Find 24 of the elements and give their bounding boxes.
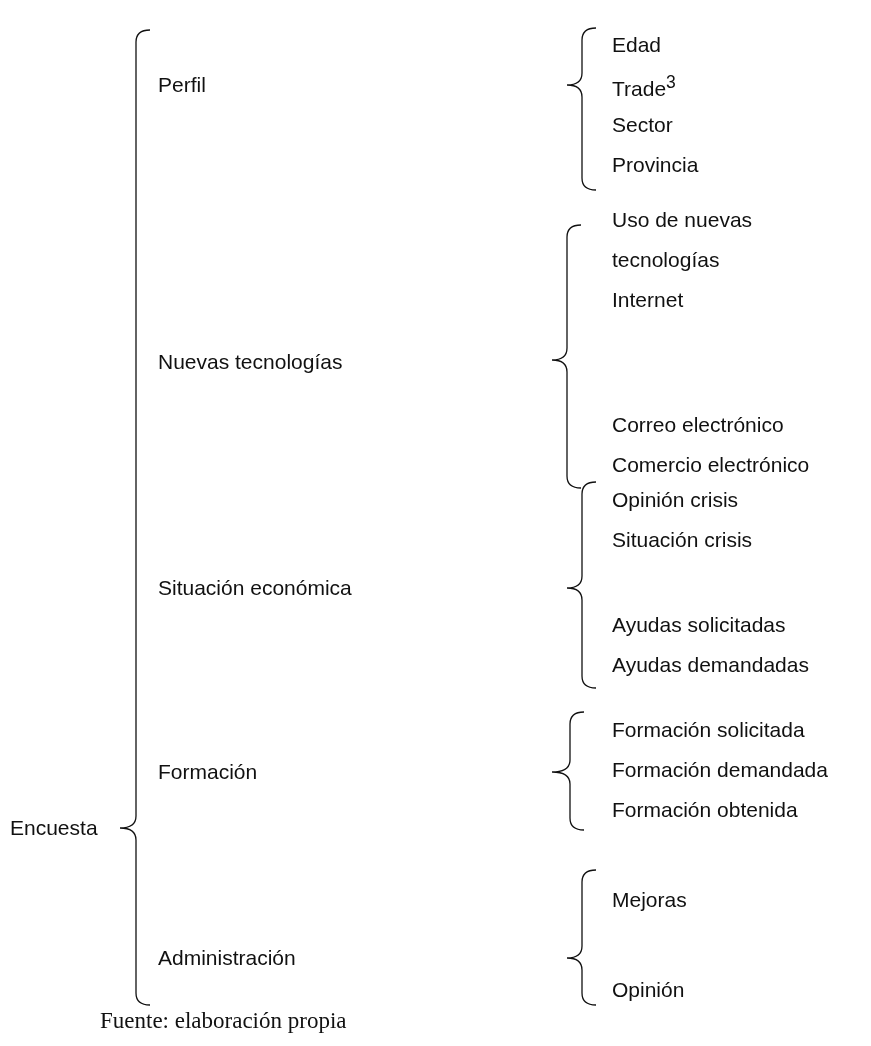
category-label: Formación solicitada — [612, 717, 805, 743]
caption: Fuente: elaboración propia — [100, 1008, 347, 1034]
category-label: Trade$^{3}$ — [612, 70, 676, 102]
category-label: Formación — [158, 759, 258, 785]
category-label: Encuesta — [10, 815, 98, 841]
category-label: Nuevas tecnologías — [158, 349, 343, 375]
category-label: Situación crisis — [612, 527, 753, 553]
category-label: Sector — [612, 112, 673, 138]
category-label: Edad — [612, 32, 662, 58]
category-label: Mejoras — [612, 887, 687, 913]
category-label: Correo electrónico — [612, 412, 784, 438]
category-label: Provincia — [612, 152, 699, 178]
category-label: Formación demandada — [612, 757, 828, 783]
category-label: Comercio electrónico — [612, 452, 810, 478]
category-label: Administración — [158, 945, 296, 971]
category-label: Situación económica — [158, 575, 352, 601]
category-label: Uso de nuevas tecnologías — [612, 207, 754, 273]
category-label: Opinión — [612, 977, 685, 1003]
category-label: Opinión crisis — [612, 487, 739, 513]
category-label: Perfil — [158, 72, 206, 98]
category-label: Formación obtenida — [612, 797, 798, 823]
category-label: Ayudas solicitadas — [612, 612, 786, 638]
category-label: Internet — [612, 287, 684, 313]
category-label: Ayudas demandadas — [612, 652, 809, 678]
